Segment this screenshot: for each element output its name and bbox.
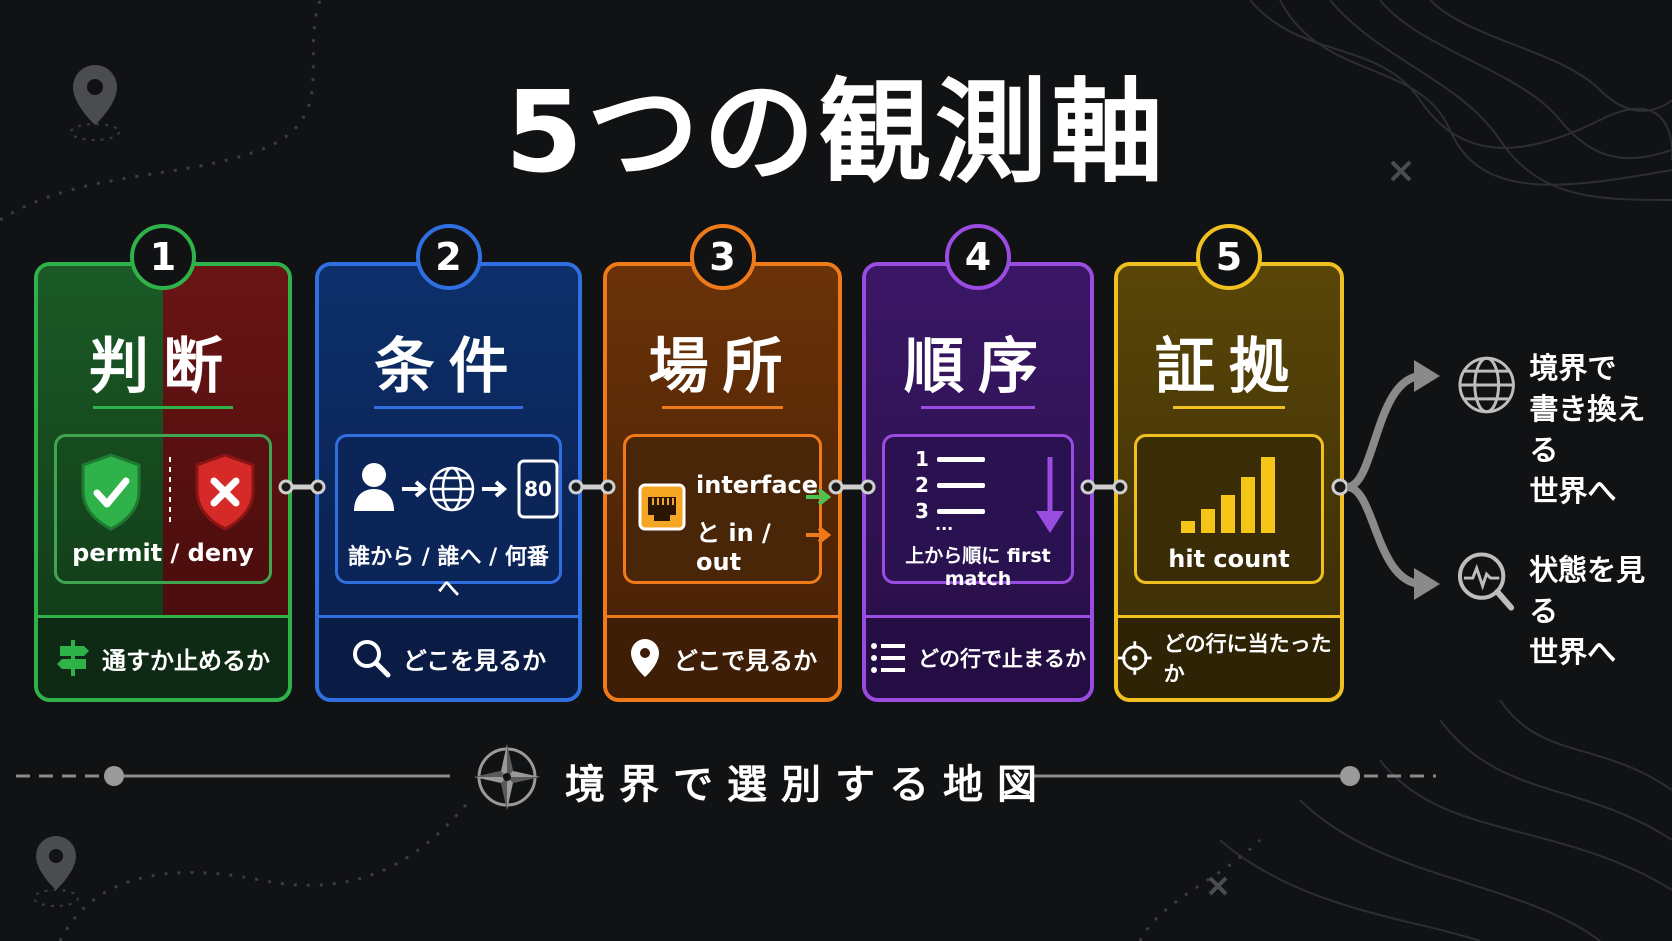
shield-x-icon bbox=[195, 453, 255, 531]
location-line-2: と in / out bbox=[696, 519, 771, 576]
port-number: 80 bbox=[524, 477, 552, 501]
step-number: 2 bbox=[415, 224, 482, 290]
evidence-caption: hit count bbox=[1168, 545, 1290, 573]
list-number: 3 bbox=[915, 499, 929, 523]
step-number: 3 bbox=[689, 224, 756, 290]
footer-text: どの行で止まるか bbox=[918, 647, 1086, 671]
outcome-text: 状態を見る 世界へ bbox=[1529, 553, 1646, 669]
detail-panel: permit / deny bbox=[54, 434, 272, 584]
branch-arrows bbox=[1331, 360, 1440, 600]
signpost-icon bbox=[57, 640, 89, 676]
chain-link-icon bbox=[278, 479, 326, 495]
list-number: 1 bbox=[915, 447, 929, 471]
detail-panel: 1 2 3 ... 上から順に first match bbox=[882, 434, 1074, 590]
card-footer: どこを見るか bbox=[319, 615, 578, 698]
ethernet-port-icon bbox=[638, 483, 686, 531]
card-heading: 順序 bbox=[904, 332, 1052, 402]
map-pin-icon bbox=[630, 639, 659, 677]
footer-text: 通すか止めるか bbox=[102, 646, 270, 675]
card-heading: 場所 bbox=[648, 332, 797, 402]
outcome-state: 状態を見る 世界へ bbox=[1456, 550, 1672, 673]
outcome-rewrite: 境界で 書き換える 世界へ bbox=[1458, 348, 1672, 512]
footer-text: どこを見るか bbox=[402, 646, 547, 675]
page-title: 5つの観測軸 bbox=[505, 68, 1167, 198]
detail-panel: hit count bbox=[1134, 434, 1324, 584]
arrow-out-icon bbox=[806, 526, 832, 544]
divider bbox=[93, 406, 233, 409]
card-footer: どの行に当たったか bbox=[1118, 615, 1340, 698]
outcome-text: 境界で 書き換える 世界へ bbox=[1529, 351, 1646, 508]
card-footer: どこで見るか bbox=[607, 615, 838, 698]
divider bbox=[662, 406, 783, 409]
shield-check-icon bbox=[81, 453, 141, 531]
card-condition: 2 条件 80 誰から / 誰へ / 何番へ bbox=[315, 224, 582, 702]
card-footer: 通すか止めるか bbox=[38, 615, 288, 698]
globe-icon bbox=[1458, 356, 1515, 414]
arrow-right-icon bbox=[402, 480, 428, 498]
footer-text: どの行に当たったか bbox=[1163, 632, 1332, 686]
detail-panel: 80 誰から / 誰へ / 何番へ bbox=[335, 434, 562, 602]
order-caption: 上から順に first match bbox=[905, 545, 1051, 590]
divider bbox=[1173, 406, 1285, 409]
condition-caption: 誰から / 誰へ / 何番へ bbox=[348, 545, 549, 602]
arrow-down-icon bbox=[1036, 457, 1064, 533]
divider bbox=[374, 406, 523, 409]
divider bbox=[921, 406, 1035, 409]
bottom-label: 境界で選別する地図 bbox=[565, 762, 1051, 808]
step-number: 4 bbox=[945, 224, 1011, 290]
crosshair-icon bbox=[1118, 641, 1152, 675]
card-location: 3 場所 interface と in / out どこで見るか bbox=[603, 224, 842, 702]
numbered-list-icon: 1 2 3 ... bbox=[915, 447, 1025, 537]
list-ellipsis: ... bbox=[935, 515, 954, 534]
list-icon bbox=[871, 643, 905, 673]
arrow-in-icon bbox=[806, 488, 832, 506]
card-heading: 判断 bbox=[89, 332, 237, 402]
detail-panel: interface と in / out bbox=[623, 434, 832, 584]
card-footer: どの行で止まるか bbox=[866, 615, 1090, 698]
magnifier-icon bbox=[352, 640, 391, 678]
card-judgement: 1 判断 permit / deny 通 bbox=[34, 224, 292, 702]
step-number: 5 bbox=[1196, 224, 1262, 290]
port-icon bbox=[517, 459, 559, 519]
step-number: 1 bbox=[130, 224, 196, 290]
chain-link-icon bbox=[1080, 479, 1128, 495]
user-icon bbox=[354, 463, 394, 511]
location-line-1: interface bbox=[696, 471, 819, 499]
globe-icon bbox=[429, 466, 475, 512]
card-heading: 条件 bbox=[374, 332, 523, 402]
list-number: 2 bbox=[915, 473, 929, 497]
cross-mark-icon bbox=[1208, 160, 1412, 896]
compass-icon bbox=[474, 744, 540, 810]
chain-link-icon bbox=[568, 479, 616, 495]
pulse-magnifier-icon bbox=[1457, 552, 1515, 611]
bottom-timeline bbox=[16, 766, 1436, 786]
card-order: 4 順序 1 2 3 ... 上から順に first match bbox=[862, 224, 1094, 702]
bar-signal-icon bbox=[1181, 457, 1275, 533]
card-heading: 証拠 bbox=[1155, 332, 1303, 402]
judgement-caption: permit / deny bbox=[72, 539, 254, 567]
arrow-right-icon bbox=[482, 480, 508, 498]
footer-text: どこで見るか bbox=[673, 646, 818, 675]
card-evidence: 5 証拠 hit count どの行に当たったか bbox=[1114, 224, 1344, 702]
chain-link-icon bbox=[828, 479, 876, 495]
